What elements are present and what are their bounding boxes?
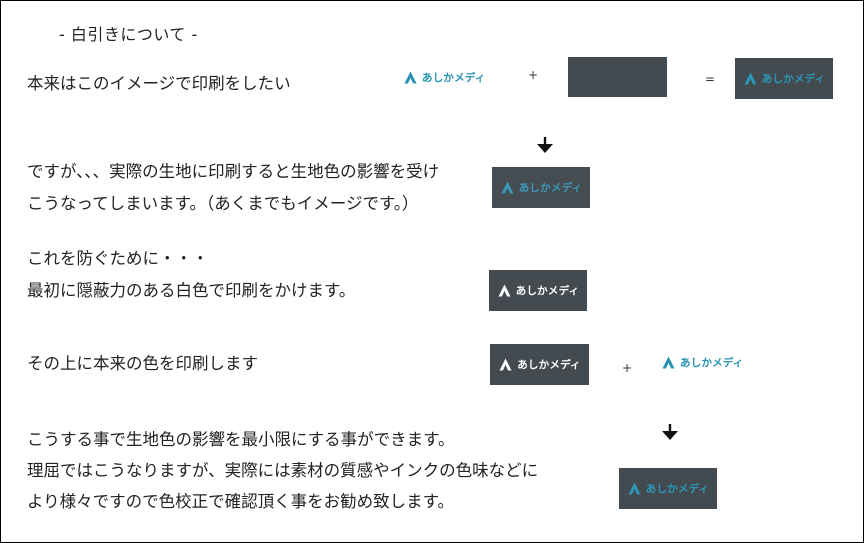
logo-white-layer-box: あしかメディ — [490, 344, 589, 385]
plus-sign-2: + — [622, 361, 633, 375]
section-2-line-1: ですが、、、実際の生地に印刷すると生地色の影響を受け — [27, 162, 440, 181]
section-5-line-2: 理屈ではこうなりますが、実際には素材の質感やインクの色味などに — [27, 461, 539, 480]
logo-text: あしかメディ — [515, 285, 580, 297]
logo-mark-icon — [628, 482, 641, 495]
logo-mark-icon — [404, 71, 417, 83]
section-1-line-1: 本来はこのイメージで印刷をしたい — [27, 74, 291, 93]
logo-original: あしかメディ — [403, 67, 485, 87]
plus-sign-1: + — [528, 68, 539, 82]
logo-mark-icon — [501, 181, 514, 194]
section-3-line-1: これを防ぐために・・・ — [27, 249, 209, 268]
section-3-line-2: 最初に隠蔽力のある白色で印刷をかけます。 — [27, 281, 356, 300]
logo-mark-icon — [744, 72, 757, 85]
logo-actual-box: あしかメディ — [492, 167, 590, 208]
fabric-color-box — [568, 57, 667, 97]
logo-text: あしかメディ — [422, 71, 486, 84]
logo-color-layer: あしかメディ — [661, 352, 743, 372]
logo-mark-icon — [499, 358, 512, 371]
down-arrow-icon — [662, 424, 678, 440]
page-title: - 白引きについて - — [59, 25, 198, 44]
logo-text: あしかメディ — [761, 73, 826, 85]
logo-text: あしかメディ — [518, 182, 583, 194]
logo-ideal-box: あしかメディ — [735, 58, 833, 99]
section-4-line-1: その上に本来の色を印刷します — [27, 354, 258, 373]
logo-result-box: あしかメディ — [619, 468, 717, 509]
logo-white-base-box: あしかメディ — [489, 270, 587, 311]
logo-text: あしかメディ — [680, 356, 744, 369]
equals-sign: = — [705, 72, 716, 86]
section-5-line-3: より様々ですので色校正で確認頂く事をお勧め致します。 — [27, 492, 455, 511]
logo-text: あしかメディ — [645, 483, 710, 495]
section-5-line-1: こうする事で生地色の影響を最小限にする事ができます。 — [27, 430, 455, 449]
logo-mark-icon — [662, 356, 675, 368]
logo-mark-icon — [498, 284, 511, 297]
logo-text: あしかメディ — [517, 359, 581, 371]
section-2-line-2: こうなってしまいます。（あくまでもイメージです。） — [27, 194, 419, 213]
down-arrow-icon — [537, 137, 553, 153]
